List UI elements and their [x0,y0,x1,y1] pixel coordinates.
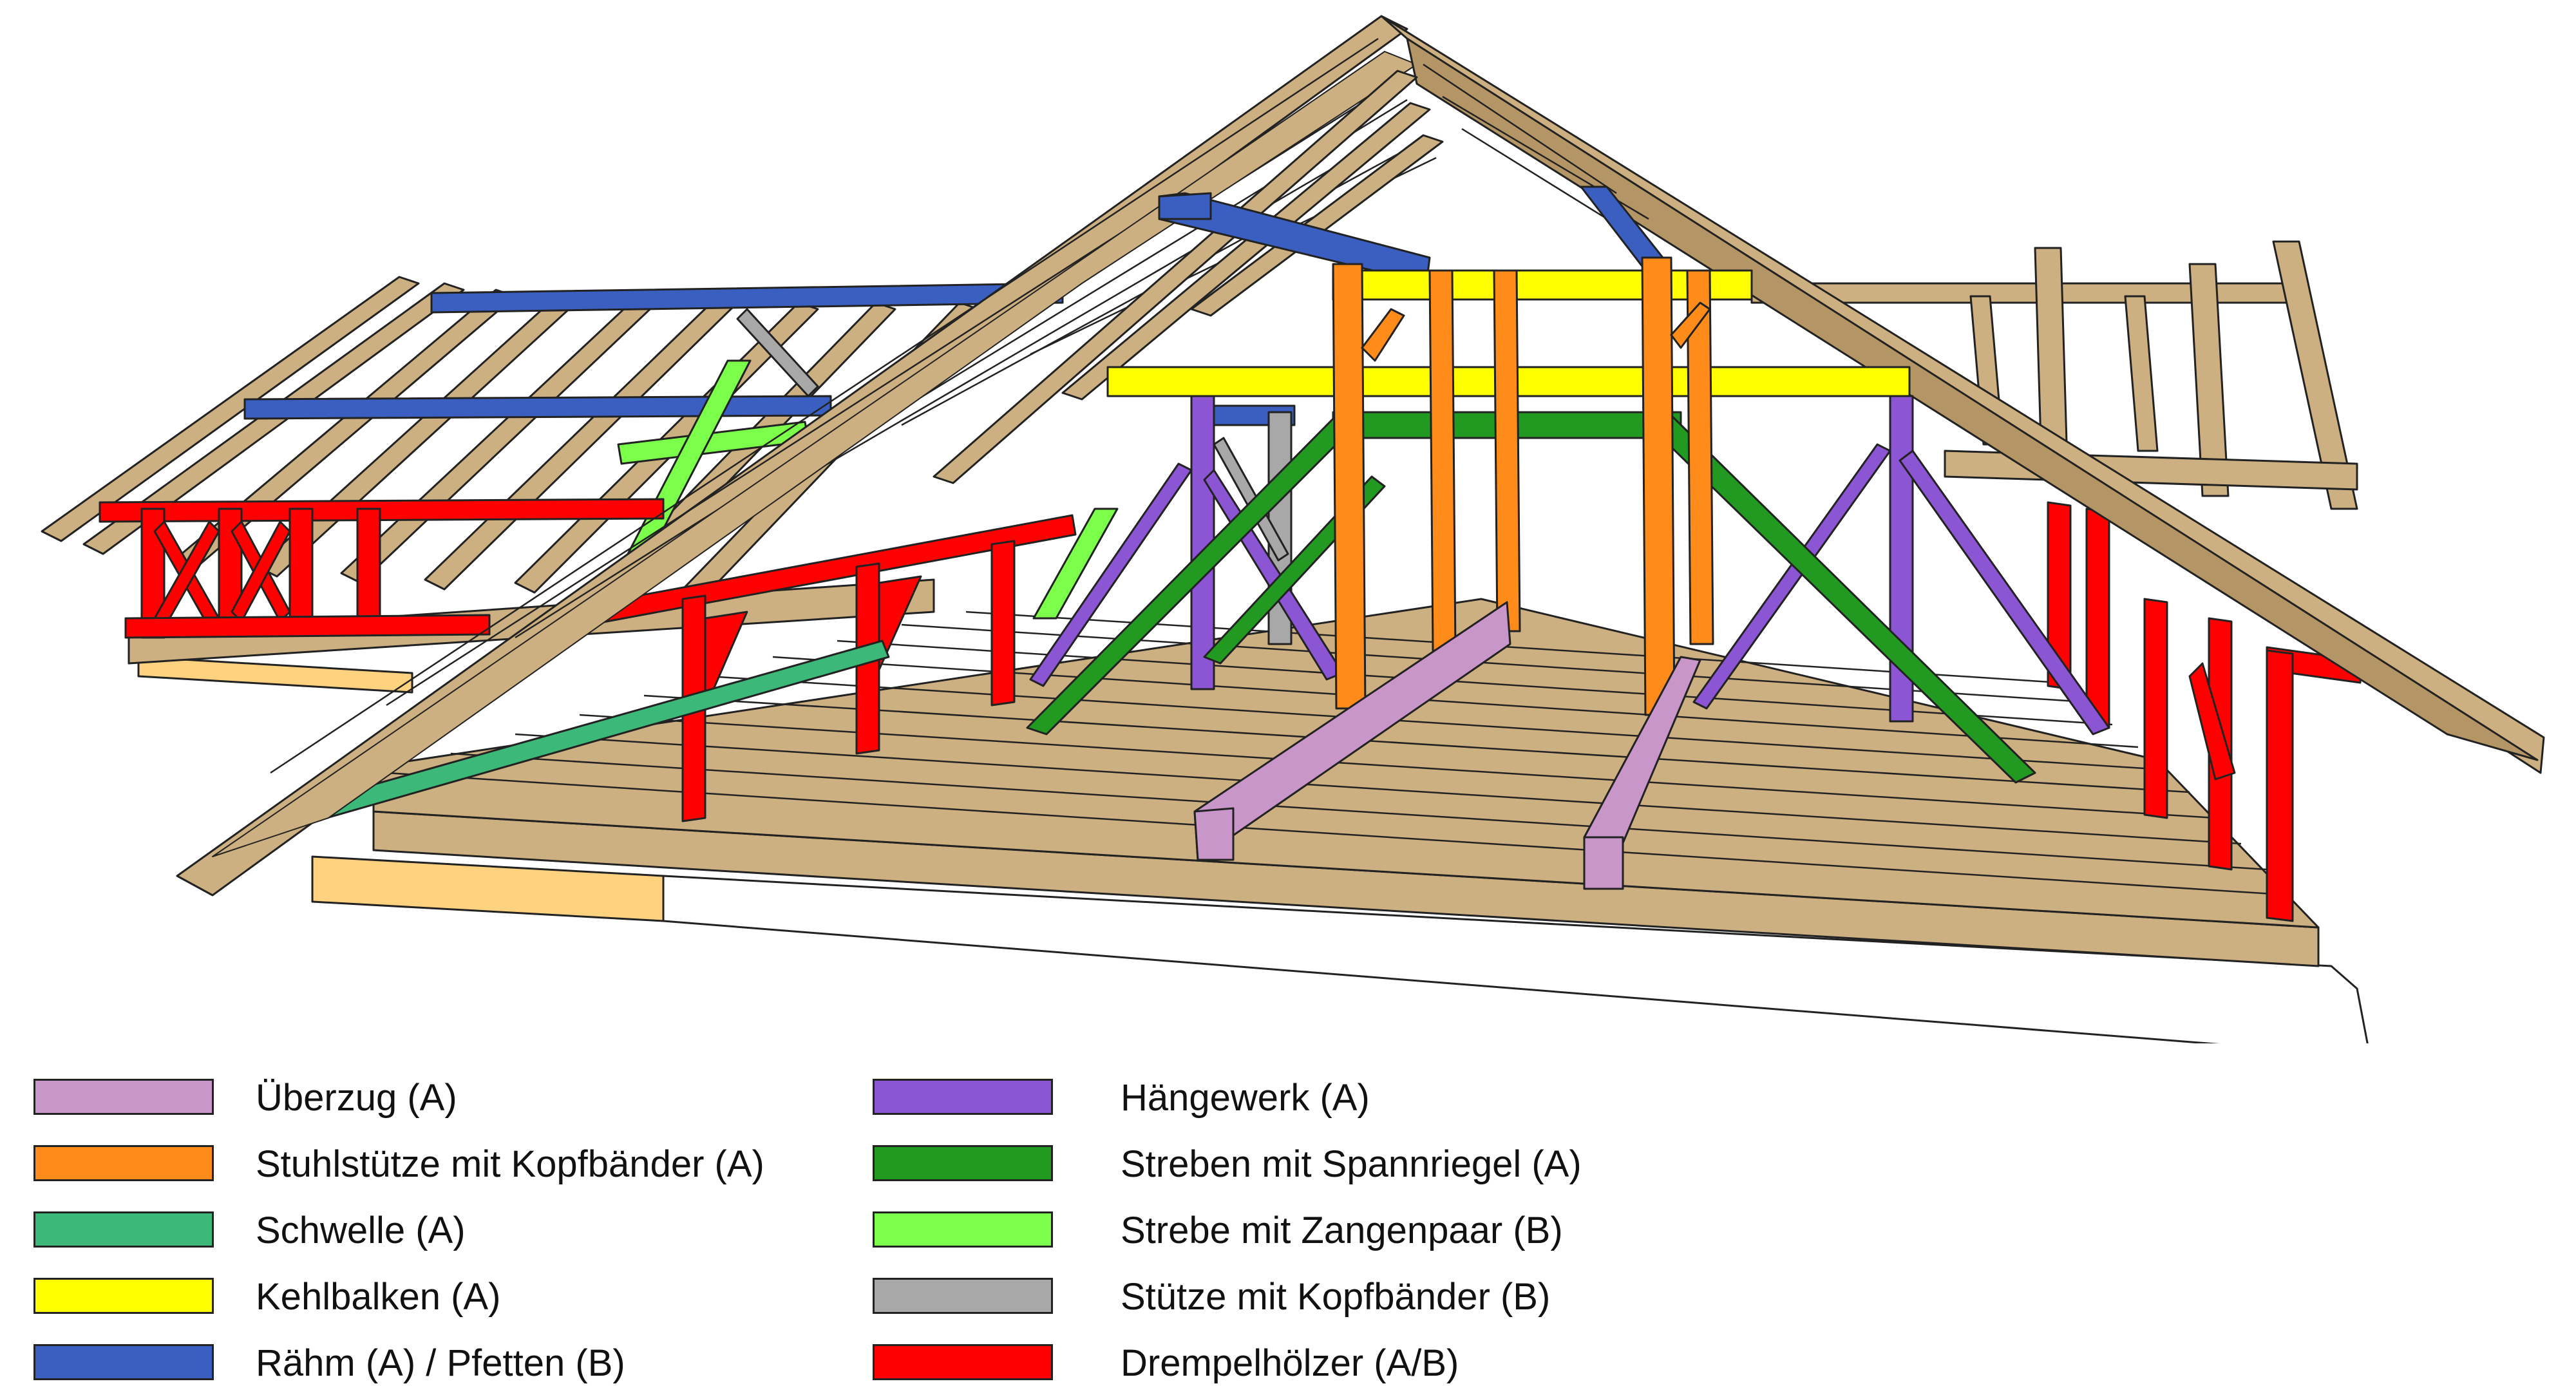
main-roof-left-face [212,51,1417,857]
left-wing-purlin-top [430,282,1064,314]
legend-label-stuhlstuetze: Stuhlstütze mit Kopfbänder (A) [256,1143,764,1185]
legend-item-streben: Streben mit Spannriegel (A) [873,1145,1710,1184]
legend-item-ueberzug: Überzug (A) [33,1079,806,1117]
legend-item-drempelhoelzer: Drempelhölzer (A/B) [873,1344,1710,1383]
legend-item-stuhlstuetze: Stuhlstütze mit Kopfbänder (A) [33,1145,806,1184]
legend-item-stuetze-kopfbaender: Stütze mit Kopfbänder (B) [873,1278,1710,1316]
base-slab-light [311,855,665,922]
legend-swatch-stuhlstuetze [33,1145,214,1181]
legend-label-strebe-zangenpaar: Strebe mit Zangenpaar (B) [1121,1210,1563,1251]
legend-swatch-strebe-zangenpaar [873,1211,1053,1248]
legend-swatch-stuetze-kopfbaender [873,1278,1053,1314]
grey-brace-a [736,308,819,397]
legend-label-kehlbalken: Kehlbalken (A) [256,1276,501,1318]
legend-label-streben: Streben mit Spannriegel (A) [1121,1143,1582,1185]
raehm-front-block [1158,192,1212,220]
left-kneewall [99,498,665,639]
base-slab-left-strip [137,656,413,694]
legend-item-haengewerk: Hängewerk (A) [873,1079,1710,1117]
legend-item-raehm-pfetten: Rähm (A) / Pfetten (B) [33,1344,806,1383]
light-green-strut-b [1032,508,1119,620]
roof-truss-diagram [41,15,2545,1043]
left-wing-purlin-mid [243,395,832,420]
legend-item-kehlbalken: Kehlbalken (A) [33,1278,806,1316]
legend-label-haengewerk: Hängewerk (A) [1121,1077,1370,1119]
main-roof-interior-rafters [933,70,1444,484]
stuhlstuetze [1332,256,1714,716]
legend-swatch-kehlbalken [33,1278,214,1314]
main-roof-right-underside [1406,37,2539,761]
legend-label-drempelhoelzer: Drempelhölzer (A/B) [1121,1342,1459,1384]
legend-item-schwelle: Schwelle (A) [33,1211,806,1250]
legend-swatch-haengewerk [873,1079,1053,1115]
ueberzug [1193,601,1701,890]
legend-label-raehm-pfetten: Rähm (A) / Pfetten (B) [256,1342,625,1384]
legend-swatch-drempelhoelzer [873,1344,1053,1380]
legend-swatch-ueberzug [33,1079,214,1115]
legend-swatch-raehm-pfetten [33,1344,214,1380]
right-kneewall [2047,501,2362,922]
legend-swatch-streben [873,1145,1053,1181]
legend-label-schwelle: Schwelle (A) [256,1210,466,1251]
haengewerk [1029,395,2110,736]
legend-swatch-schwelle [33,1211,214,1248]
legend-label-ueberzug: Überzug (A) [256,1077,457,1119]
front-kneewall [585,514,1077,822]
legend-label-stuetze-kopfbaender: Stütze mit Kopfbänder (B) [1121,1276,1551,1318]
legend-item-strebe-zangenpaar: Strebe mit Zangenpaar (B) [873,1211,1710,1250]
